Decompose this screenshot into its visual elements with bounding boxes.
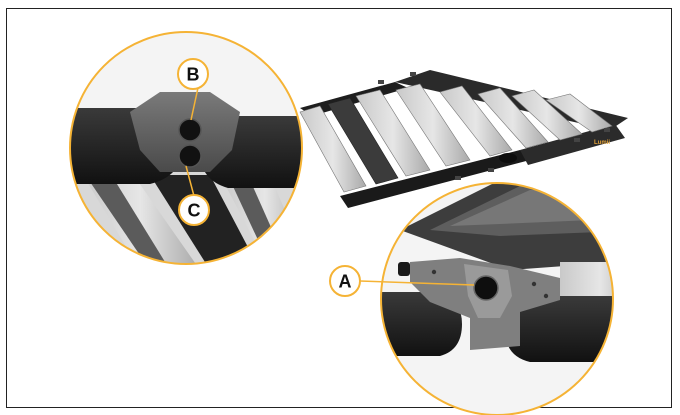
leader-line-c — [185, 165, 195, 197]
leader-line-a — [359, 280, 475, 286]
zoom-circle-left — [69, 31, 303, 265]
light-bar-4 — [395, 83, 471, 167]
grow-light-fixture: Lumii — [299, 70, 628, 208]
light-bar-5 — [439, 85, 513, 157]
mount-brackets — [378, 72, 610, 180]
zoom-right-endcap-left — [381, 292, 462, 356]
zoom-right-endcap-right — [505, 296, 613, 362]
fixture-front-rail — [340, 150, 530, 208]
fixture-left-rail — [300, 82, 408, 116]
port-b-icon — [178, 118, 202, 142]
callout-c: C — [178, 194, 210, 226]
callout-c-label: C — [188, 201, 201, 221]
product-label: Lumii — [594, 140, 610, 146]
light-bar-8 — [545, 93, 613, 133]
light-bar-1 — [299, 105, 367, 193]
port-a-icon — [473, 275, 499, 301]
fixture-right-rail — [520, 124, 625, 165]
zoom-circle-right-border — [380, 182, 614, 415]
callout-b-label: B — [187, 65, 200, 85]
port-c-icon — [178, 144, 202, 168]
light-bar-7 — [511, 89, 583, 141]
zoom-circle-right — [380, 182, 614, 415]
callout-a: A — [329, 265, 361, 297]
callout-a-label: A — [339, 272, 352, 292]
figure-frame — [6, 8, 672, 408]
zoom-circle-left-border — [69, 31, 303, 265]
light-bar-2 — [327, 97, 399, 185]
callout-b: B — [177, 58, 209, 90]
light-bar-3 — [355, 89, 431, 177]
light-bars — [299, 83, 613, 193]
light-bar-6 — [477, 87, 549, 149]
fixture-hub-icon — [499, 153, 517, 163]
